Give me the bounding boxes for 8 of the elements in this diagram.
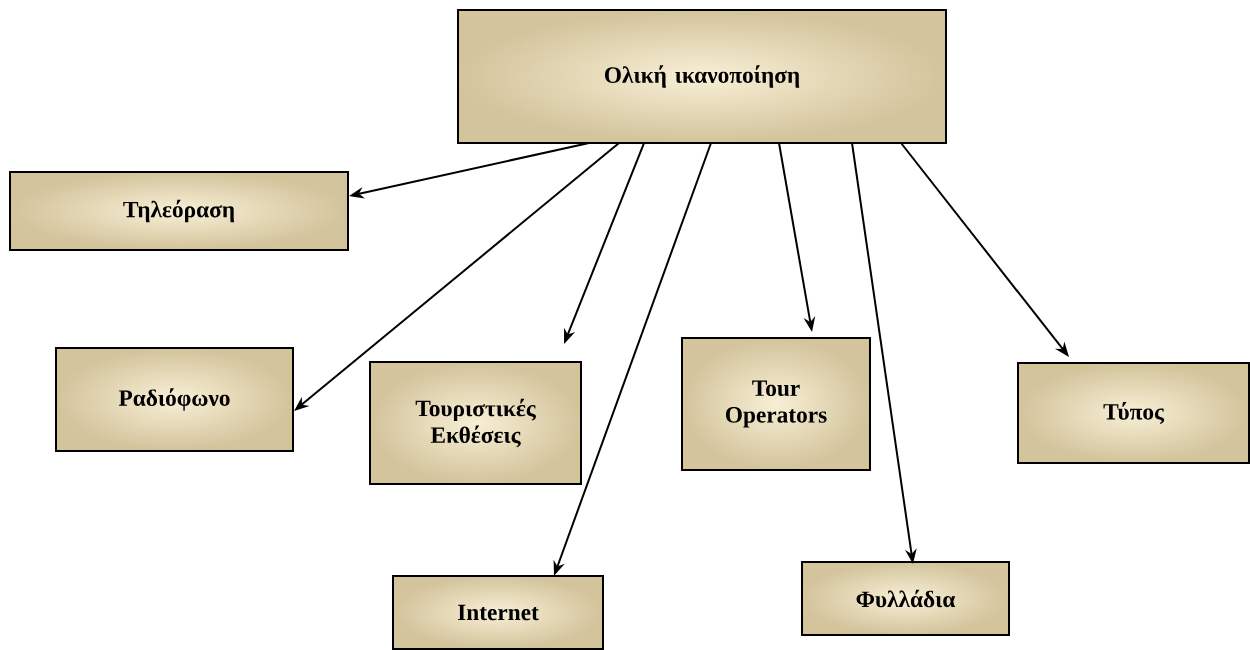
text-box: Τουριστικές Εκθέσεις (369, 361, 582, 485)
text-box: Internet (392, 575, 604, 650)
text-box: Τηλεόραση (9, 171, 349, 251)
text-box: Τύπος (1017, 362, 1250, 464)
text-box: Ραδιόφωνο (55, 347, 294, 452)
text-box: Tour Operators (681, 337, 871, 471)
text-box: Φυλλάδια (801, 561, 1010, 636)
text-box: Ολική ικανοποίηση (457, 9, 947, 144)
